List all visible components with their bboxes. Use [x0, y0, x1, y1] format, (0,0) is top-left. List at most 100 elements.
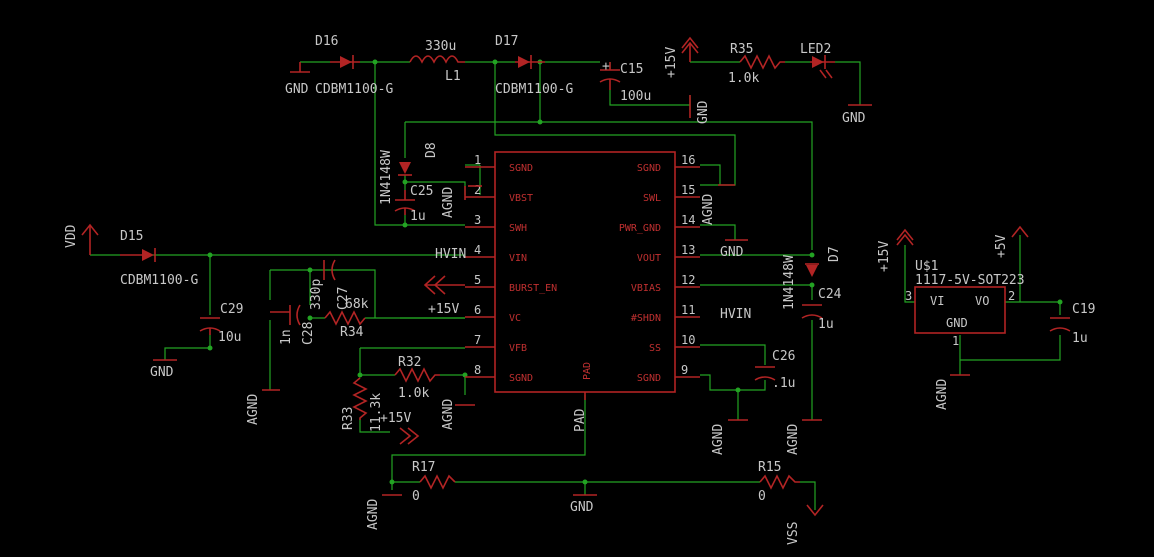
r15-value: 0: [758, 489, 766, 504]
r34[interactable]: 68k R34: [324, 297, 369, 340]
c25-value: 1u: [410, 209, 426, 224]
r15[interactable]: R15 0: [758, 460, 800, 504]
r17[interactable]: R17 0: [412, 460, 456, 504]
ic-pin-number: 15: [681, 183, 695, 197]
ic-pin-name: VBST: [509, 193, 533, 204]
c27-value: 330p: [309, 279, 324, 310]
vss-arrow: VSS: [786, 504, 824, 545]
hvin-label-2: HVIN: [720, 307, 751, 322]
r17-ref: R17: [412, 460, 435, 475]
ic-pin-name: SS: [649, 343, 661, 354]
c29[interactable]: C29 10u: [199, 302, 243, 345]
r33[interactable]: R33 11.3k: [341, 377, 384, 432]
p15-label-1: +15V: [664, 47, 679, 78]
ic-pin-name: SGND: [637, 163, 661, 174]
r32-ref: R32: [398, 355, 421, 370]
c25[interactable]: C25 1u: [394, 184, 433, 224]
r33-value: 11.3k: [369, 393, 384, 432]
ic-pad-net: PAD: [573, 408, 588, 432]
ic-pin-number: 16: [681, 153, 695, 167]
c24-ref: C24: [818, 287, 842, 302]
ic-pin-number: 1: [474, 153, 481, 167]
ic-pin-name: #SHDN: [631, 313, 661, 324]
ic-pin-name: VOUT: [637, 253, 661, 264]
gnd-symbol: GND: [285, 62, 310, 97]
c15-polarity: +: [602, 59, 610, 74]
gnd-label-5: GND: [150, 365, 174, 380]
r34-value: 68k: [345, 297, 369, 312]
c28[interactable]: C28 1n: [270, 304, 316, 345]
ic-pin-name: SWH: [509, 223, 527, 234]
p15-label-4: +15V: [380, 411, 411, 426]
l1-value: 330u: [425, 39, 456, 54]
ic-pin-number: 11: [681, 303, 695, 317]
r17-value: 0: [412, 489, 420, 504]
gnd-symbol: GND: [570, 494, 597, 515]
d16-ref: D16: [315, 34, 338, 49]
d17[interactable]: D17 CDBM1100-G: [495, 34, 573, 97]
c15-value: 100u: [620, 89, 651, 104]
c24[interactable]: C24 1u: [801, 287, 842, 332]
ic-pin-number: 4: [474, 243, 481, 257]
c19-value: 1u: [1072, 331, 1088, 346]
c28-ref: C28: [301, 322, 316, 345]
ic-main[interactable]: 1SGND2VBST3SWH4VIN5BURST_EN6VC7VFB8SGND1…: [465, 151, 700, 432]
d15-value: CDBM1100-G: [120, 273, 198, 288]
agnd-label-2: AGND: [701, 194, 716, 225]
d15-ref: D15: [120, 229, 143, 244]
agnd-symbol: AGND: [366, 494, 402, 530]
d7-ref: D7: [827, 246, 842, 262]
r35[interactable]: R35 1.0k: [728, 42, 785, 86]
agnd-label-7: AGND: [366, 499, 381, 530]
agnd-symbol: AGND: [935, 374, 970, 410]
r33-ref: R33: [341, 407, 356, 430]
agnd-label-4: AGND: [441, 399, 456, 430]
c26-value: .1u: [772, 376, 795, 391]
led2[interactable]: LED2: [800, 42, 835, 79]
p5-arrow: +5V: [994, 225, 1029, 258]
ic-pin-name: SWL: [643, 193, 661, 204]
d7-value: 1N4148W: [782, 255, 797, 310]
c19[interactable]: C19 1u: [1049, 302, 1095, 346]
gnd-symbol: GND: [842, 104, 872, 126]
d15[interactable]: D15 CDBM1100-G: [120, 229, 198, 288]
hvin-label-1: HVIN: [435, 247, 466, 262]
agnd-symbol: AGND: [441, 399, 475, 430]
agnd-symbol: AGND: [711, 419, 748, 455]
d17-value: CDBM1100-G: [495, 82, 573, 97]
u1-pin2: 2: [1008, 289, 1015, 303]
c19-ref: C19: [1072, 302, 1095, 317]
ic-pins: 1SGND2VBST3SWH4VIN5BURST_EN6VC7VFB8SGND1…: [465, 153, 700, 384]
u1-ref: U$1: [915, 259, 938, 274]
ic-pin-name: PWR_GND: [619, 223, 661, 234]
l1[interactable]: 330u L1: [409, 39, 465, 84]
agnd-symbol: AGND: [786, 419, 822, 455]
u1-regulator[interactable]: U$1 1117-5V-SOT223 VI VO GND 3 2 1: [905, 259, 1025, 348]
r32[interactable]: R32 1.0k: [394, 355, 440, 401]
c26[interactable]: C26 .1u: [754, 349, 795, 391]
ic-pin-number: 12: [681, 273, 695, 287]
burst-arrow: [423, 275, 465, 295]
gnd-label-2: GND: [696, 100, 711, 124]
p5-label: +5V: [994, 234, 1009, 258]
ic-pin-name: VBIAS: [631, 283, 661, 294]
gnd-label-3: GND: [842, 111, 866, 126]
c25-ref: C25: [410, 184, 433, 199]
ic-pin-number: 13: [681, 243, 695, 257]
d7[interactable]: D7 1N4148W: [782, 246, 842, 310]
p15-arrow: +15V: [877, 228, 914, 272]
ic-pin-name: BURST_EN: [509, 283, 557, 294]
ic-pin-number: 5: [474, 273, 481, 287]
c15[interactable]: + C15 100u: [599, 59, 651, 104]
d8[interactable]: D8 1N4148W: [379, 142, 439, 205]
d16[interactable]: D16 CDBM1100-G: [315, 34, 393, 97]
l1-ref: L1: [445, 69, 461, 84]
c26-ref: C26: [772, 349, 795, 364]
d16-value: CDBM1100-G: [315, 82, 393, 97]
junctions: [207, 59, 1063, 485]
c27[interactable]: C27 330p: [309, 259, 351, 310]
c29-value: 10u: [218, 330, 241, 345]
c29-ref: C29: [220, 302, 243, 317]
ic-pin-name: VC: [509, 313, 521, 324]
